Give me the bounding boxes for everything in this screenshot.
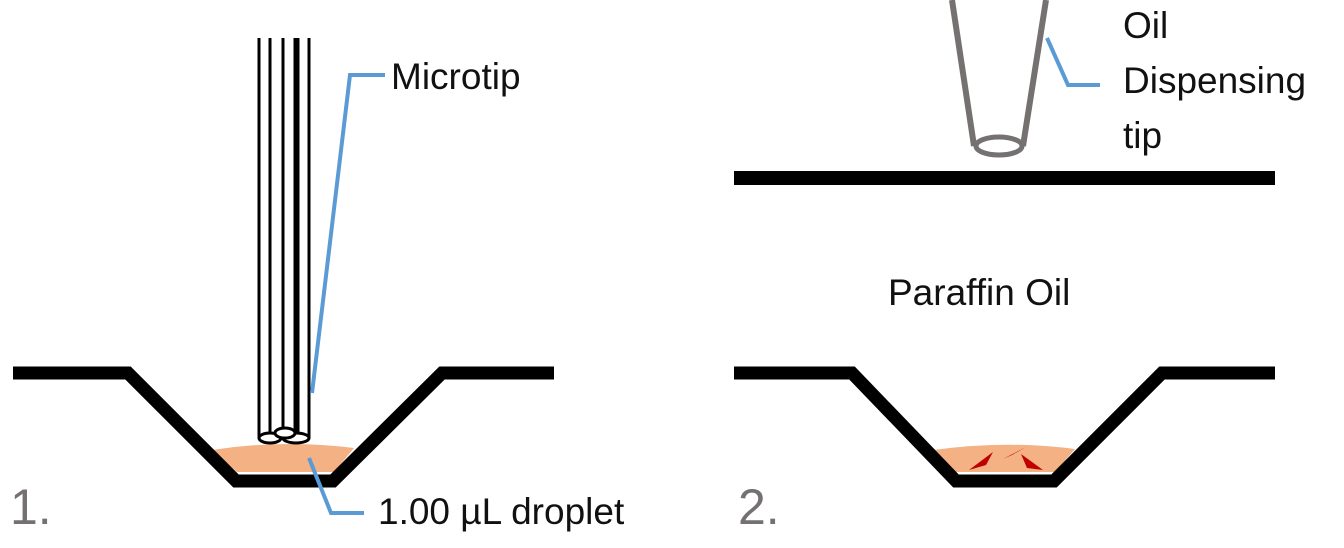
droplet — [212, 443, 354, 472]
droplet-leader — [307, 457, 364, 515]
oil-tip-label-line3: tip — [1123, 115, 1162, 156]
microtip-icon — [257, 38, 311, 445]
well-outline — [13, 366, 554, 488]
paraffin-oil-label: Paraffin Oil — [888, 272, 1070, 313]
cells — [969, 447, 1043, 470]
droplet-label: 1.00 µL droplet — [378, 491, 625, 532]
step-number-2: 2. — [738, 479, 780, 535]
oil-tip-label-line1: Oil — [1123, 5, 1168, 46]
droplet-with-cells — [933, 444, 1075, 472]
oil-tip-leader — [1045, 37, 1100, 87]
microtip-label: Microtip — [391, 56, 521, 97]
panel-2: Oil Dispensing tip Paraffin Oil 2. — [734, 0, 1306, 535]
cell-marker — [969, 452, 993, 470]
microtip-leader — [310, 73, 385, 394]
cell-marker — [1021, 454, 1043, 470]
cell-marker — [1003, 447, 1026, 459]
panel-1: Microtip 1.00 µL droplet 1. — [10, 38, 625, 535]
well-outline-2 — [734, 366, 1275, 488]
oil-dispensing-tip-icon — [949, 0, 1049, 158]
step-number-1: 1. — [10, 479, 52, 535]
oil-tip-label-line2: Dispensing — [1123, 60, 1306, 101]
